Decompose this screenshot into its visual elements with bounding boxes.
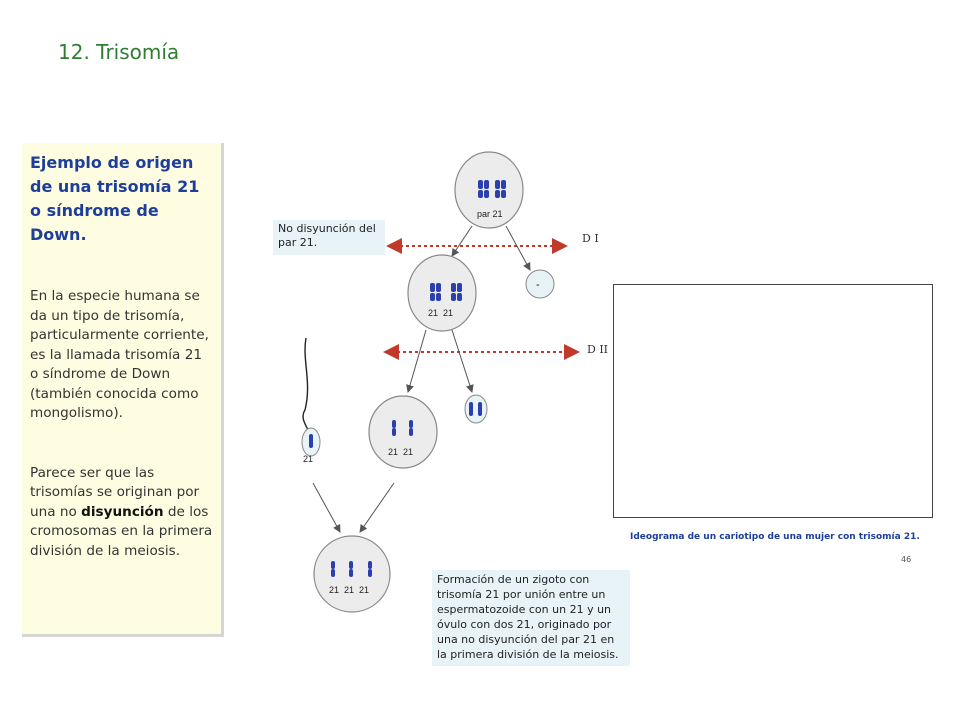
gamete-chromosomes bbox=[469, 402, 482, 416]
zygote-label: 21 21 21 bbox=[329, 585, 369, 595]
arrow-second-to-gamete bbox=[451, 329, 474, 393]
paragraph-2-start: Parece ser que las trisomías se originan… bbox=[30, 464, 200, 520]
slide-number: 46 bbox=[901, 555, 912, 564]
panel-paragraph-1: En la especie humana se da un tipo de tr… bbox=[30, 288, 209, 421]
arrow-ovule-to-zygote bbox=[359, 482, 395, 533]
panel-paragraph-2: Parece ser que las trisomías se originan… bbox=[30, 464, 213, 562]
cell-third-label: 21 21 bbox=[388, 447, 413, 457]
paragraph-2-end: de los cromosomas en la primera división… bbox=[30, 503, 213, 559]
cell-top bbox=[454, 151, 524, 229]
arrow-top-to-empty bbox=[505, 225, 531, 271]
panel-heading: Ejemplo de origen de una trisomía 21 o s… bbox=[30, 153, 200, 244]
sperm-chromosome bbox=[309, 434, 313, 448]
cell-second-label: 21 21 bbox=[428, 308, 453, 318]
zygote-note: Formación de un zigoto con trisomía 21 p… bbox=[432, 570, 630, 666]
chromosome-pair-third bbox=[392, 420, 413, 436]
cell-third bbox=[368, 395, 438, 469]
empty-cell-label: - bbox=[536, 279, 540, 291]
sperm-label: 21 bbox=[303, 454, 313, 464]
nondisjunction-note: No disyunción del par 21. bbox=[273, 220, 385, 255]
sperm-tail bbox=[302, 337, 309, 431]
cell-second bbox=[407, 254, 477, 332]
division-label-2: D II bbox=[587, 343, 609, 356]
cell-top-label: par 21 bbox=[477, 209, 503, 219]
arrow-top-to-second bbox=[451, 225, 473, 257]
explanation-panel: Ejemplo de origen de una trisomía 21 o s… bbox=[22, 143, 224, 637]
arrow-second-to-third bbox=[406, 329, 427, 393]
arrow-sperm-to-zygote bbox=[312, 482, 341, 533]
karyotype-caption: Ideograma de un cariotipo de una mujer c… bbox=[630, 532, 920, 542]
gamete-cell bbox=[464, 394, 488, 424]
karyotype-image bbox=[613, 284, 933, 518]
slide-title: 12. Trisomía bbox=[58, 40, 180, 64]
zygote-chromosomes bbox=[331, 561, 372, 577]
paragraph-2-bold: disyunción bbox=[81, 503, 164, 520]
empty-cell bbox=[525, 269, 555, 299]
chromosome-pair-top bbox=[478, 180, 506, 198]
chromosome-pair-second bbox=[430, 283, 462, 301]
division-label-1: D I bbox=[582, 232, 599, 245]
